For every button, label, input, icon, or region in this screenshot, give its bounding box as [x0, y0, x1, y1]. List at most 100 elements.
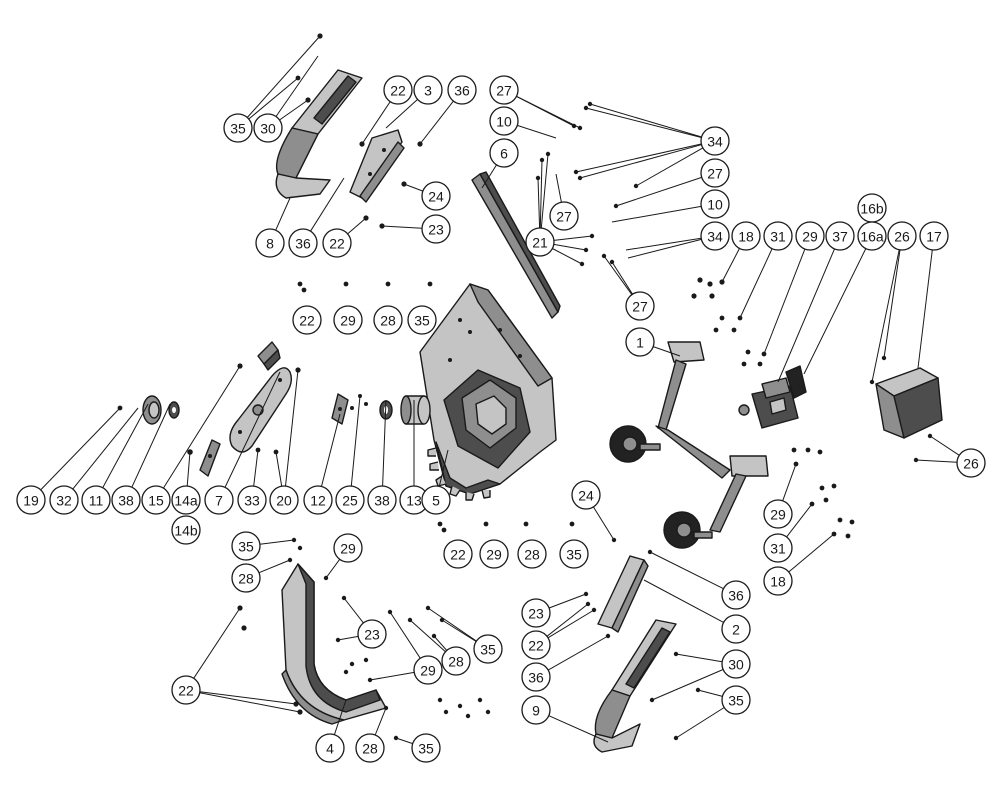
- callout-circle: [204, 485, 234, 515]
- callout-circle: [887, 221, 917, 251]
- fastener-dot: [831, 483, 837, 489]
- fastener-dot: [707, 281, 713, 287]
- callout-circle: [549, 201, 579, 231]
- leader-line: [611, 205, 702, 223]
- callout-circle: [373, 305, 403, 335]
- fastener-dot: [364, 402, 368, 406]
- fastener-dot: [437, 697, 443, 703]
- leader-line: [539, 159, 543, 229]
- callout-label: 35: [238, 539, 254, 555]
- callout-32: 32: [49, 485, 79, 515]
- callout-label: 24: [428, 189, 444, 205]
- callout-circle: [333, 533, 363, 563]
- leader-line: [337, 635, 359, 641]
- fastener-dot: [849, 519, 855, 525]
- leader-line: [409, 619, 446, 653]
- callout-26: 26: [956, 448, 986, 478]
- callout-circle: [489, 138, 519, 168]
- callout-label: 18: [770, 574, 786, 590]
- part-9-lower-guard: [593, 619, 677, 753]
- callout-28: 28: [517, 539, 547, 569]
- callout-29: 29: [763, 499, 793, 529]
- callout-label: 22: [450, 547, 466, 563]
- leader-line: [675, 707, 725, 739]
- leader-line: [547, 635, 609, 671]
- callout-15: 15: [141, 485, 171, 515]
- callout-22: 22: [322, 228, 352, 258]
- fastener-dot: [343, 281, 349, 287]
- callout-11: 11: [81, 485, 111, 515]
- leader-line: [40, 407, 121, 491]
- leader-line: [627, 238, 702, 259]
- callout-label: 16b: [860, 201, 884, 217]
- callout-circle: [171, 675, 201, 705]
- callout-38: 38: [367, 485, 397, 515]
- callout-label: 20: [276, 493, 292, 509]
- callout-24: 24: [421, 181, 451, 211]
- callout-label: 14a: [174, 493, 198, 509]
- leader-line: [579, 144, 702, 179]
- leader-line: [555, 173, 562, 203]
- callout-label: 35: [480, 642, 496, 658]
- callout-27: 27: [489, 75, 519, 105]
- fastener-dot: [297, 281, 303, 287]
- leader-line: [275, 55, 319, 117]
- fastener-dot: [457, 703, 463, 709]
- fastener-dot: [483, 521, 489, 527]
- callout-4: 4: [315, 733, 345, 763]
- callout-label: 10: [496, 114, 512, 130]
- callout-33: 33: [237, 485, 267, 515]
- callout-label: 30: [728, 657, 744, 673]
- callout-circle: [763, 221, 793, 251]
- callout-circle: [269, 485, 299, 515]
- callout-label: 11: [89, 493, 104, 509]
- callout-label: 29: [340, 541, 356, 557]
- callout-circle: [721, 649, 751, 679]
- callout-30: 30: [253, 113, 283, 143]
- callout-label: 31: [770, 229, 786, 245]
- callout-label: 10: [707, 197, 723, 213]
- callout-label: 17: [926, 229, 942, 245]
- callout-1: 1: [625, 327, 655, 357]
- callout-circle: [441, 646, 471, 676]
- leader-line: [481, 164, 497, 189]
- leader-line: [395, 737, 413, 745]
- callout-8: 8: [255, 228, 285, 258]
- callout-label: 14b: [174, 523, 198, 539]
- leader-line: [248, 77, 299, 120]
- callout-circle: [288, 228, 318, 258]
- callout-35: 35: [411, 733, 441, 763]
- callout-label: 26: [894, 229, 910, 245]
- leader-line: [643, 579, 724, 623]
- callout-label: 25: [342, 493, 358, 509]
- callout-circle: [303, 485, 333, 515]
- callout-circle: [81, 485, 111, 515]
- callout-circle: [721, 685, 751, 715]
- callout-29: 29: [413, 655, 443, 685]
- callout-circle: [795, 221, 825, 251]
- leader-line: [285, 369, 299, 487]
- leader-line: [915, 459, 958, 463]
- callout-10: 10: [700, 189, 730, 219]
- leader-line: [441, 619, 477, 642]
- part-11-disc: [142, 395, 162, 425]
- fastener-dot: [427, 281, 433, 287]
- part-4-lower-guard: [281, 563, 387, 725]
- callout-14a: 14a: [171, 485, 201, 515]
- callout-label: 27: [496, 83, 512, 99]
- fastener-dot: [791, 447, 797, 453]
- callout-circle: [763, 499, 793, 529]
- callout-circle: [16, 485, 46, 515]
- callout-label: 36: [454, 83, 470, 99]
- callout-17: 17: [919, 221, 949, 251]
- fastener-dot: [757, 361, 763, 367]
- fastener-dot: [691, 293, 697, 299]
- fastener-dot: [709, 293, 715, 299]
- leader-line: [803, 248, 867, 375]
- callout-29: 29: [333, 305, 363, 335]
- callout-circle: [559, 539, 589, 569]
- fastener-dot: [301, 287, 307, 293]
- fastener-dot: [719, 315, 725, 321]
- callout-circle: [521, 662, 551, 692]
- leader-line: [433, 635, 448, 651]
